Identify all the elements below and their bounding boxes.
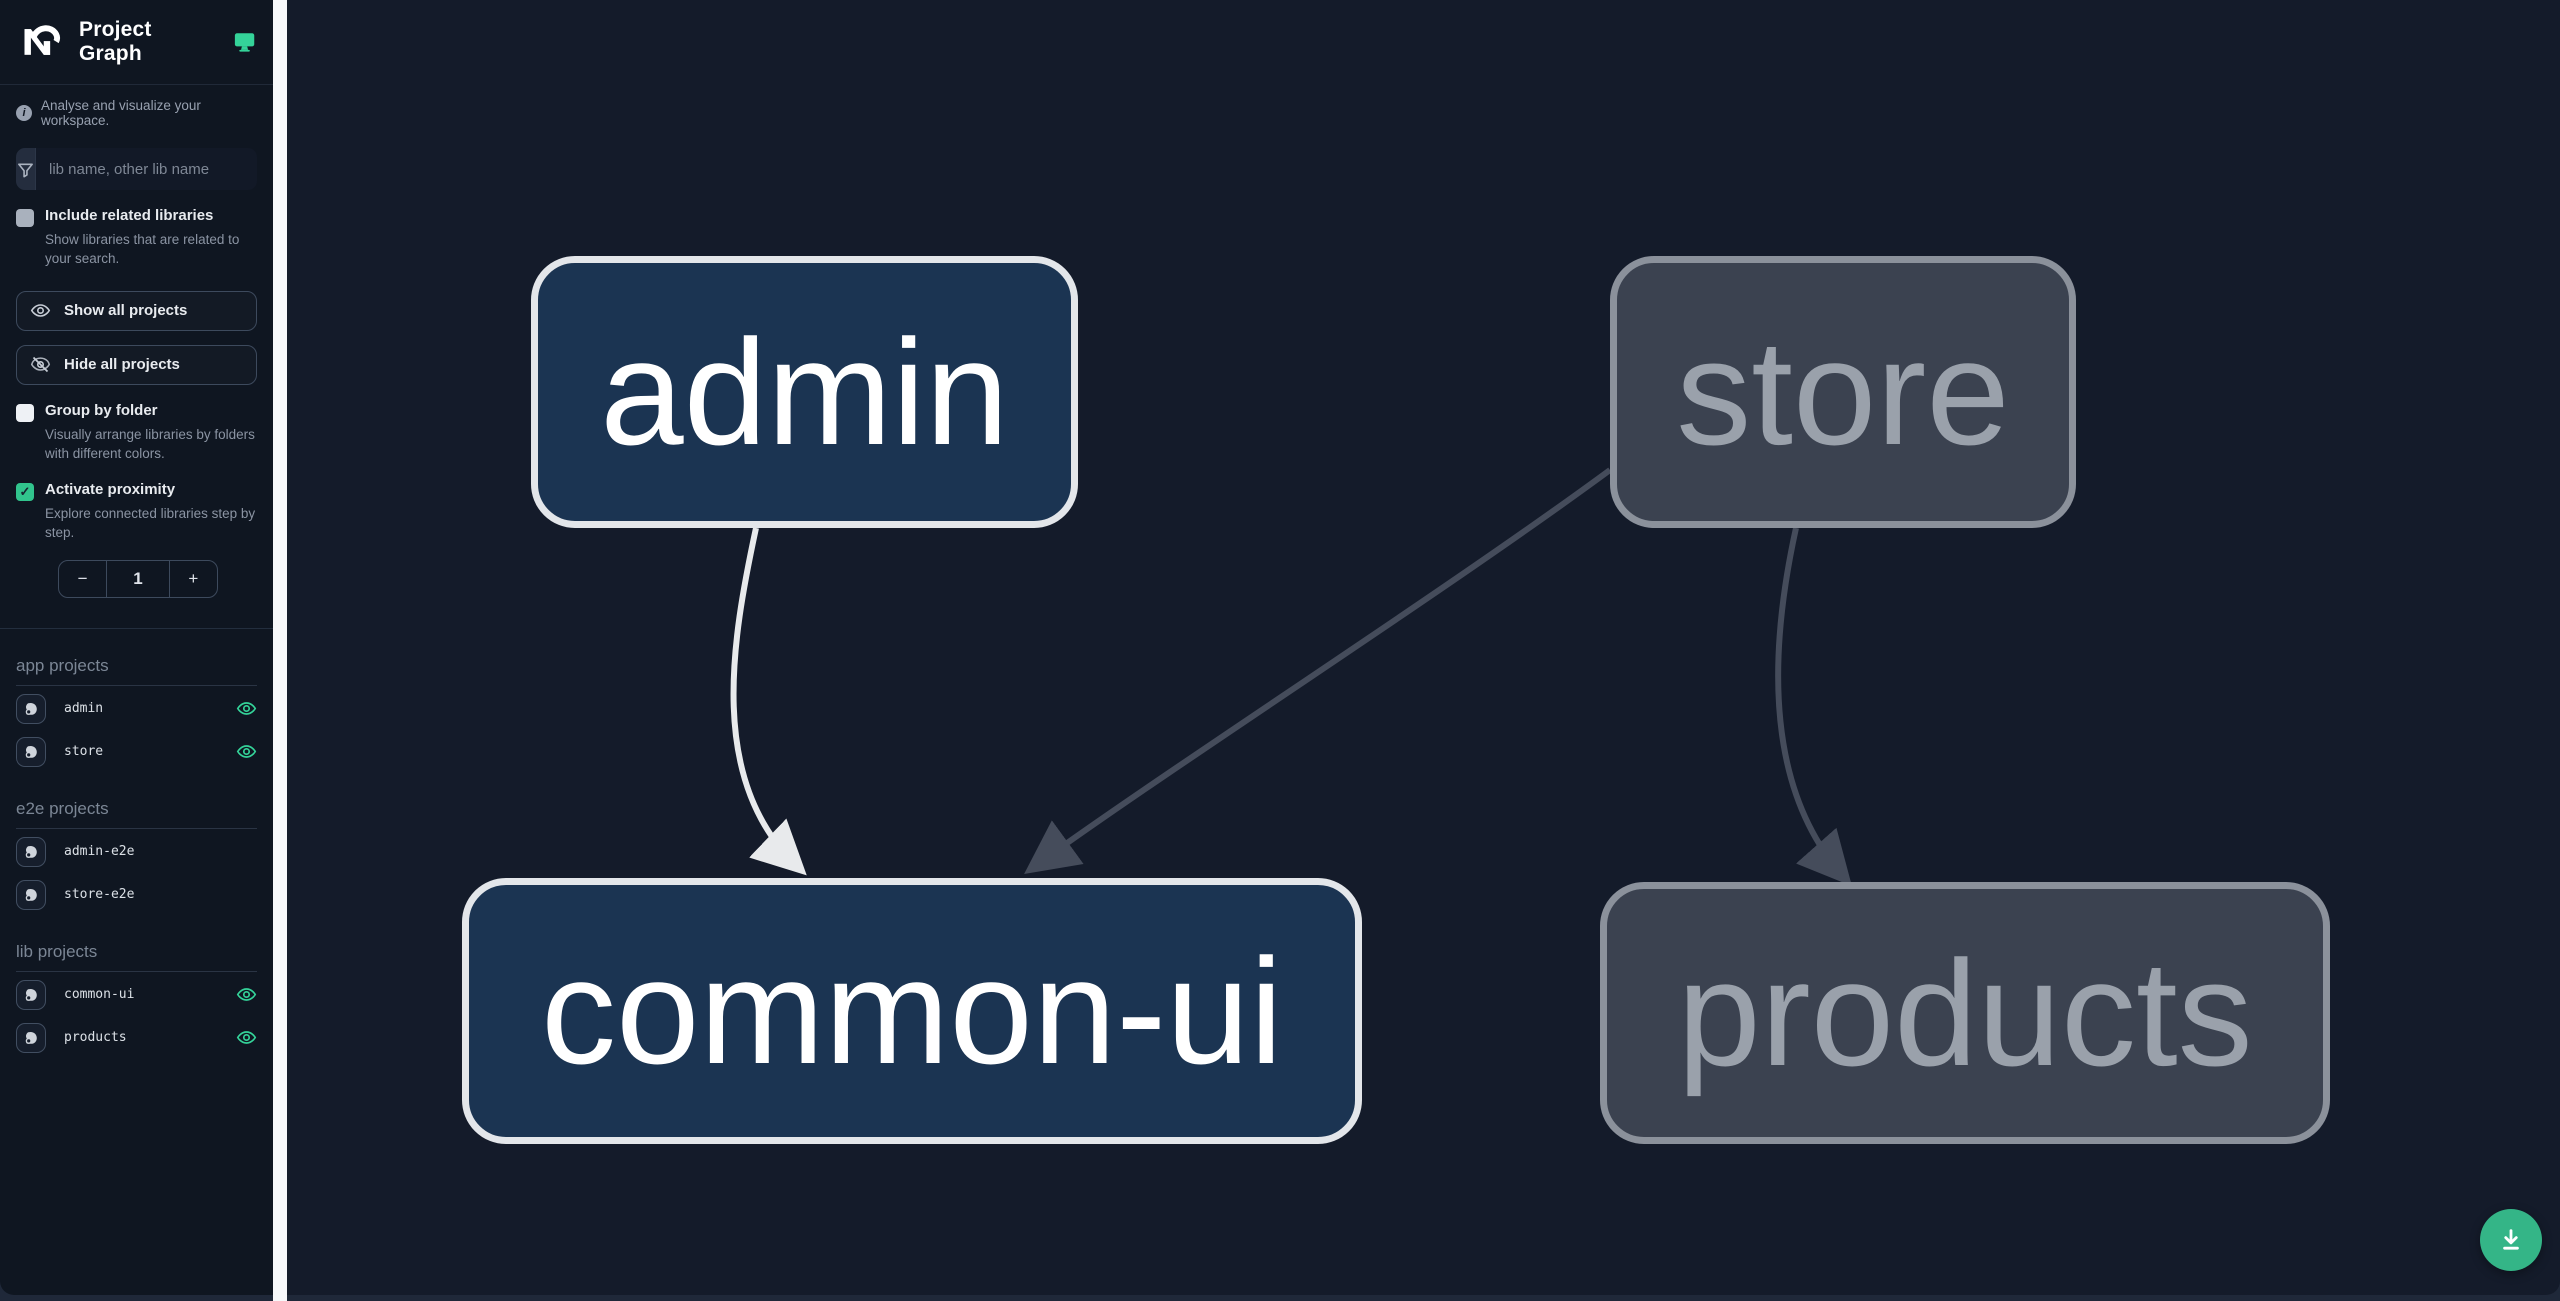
edge-store-to-common-ui[interactable] — [1024, 467, 1612, 874]
project-name: common-ui — [64, 987, 135, 1003]
app-title: Project Graph — [79, 18, 152, 65]
funnel-icon — [16, 148, 36, 190]
eye-off-icon — [30, 354, 51, 375]
project-sections: app projects admin store e2e projects admin-… — [0, 629, 273, 1058]
graph-node-store[interactable]: store — [1610, 256, 2076, 528]
project-row-store-e2e: store-e2e — [16, 875, 257, 915]
focus-icon[interactable] — [16, 736, 46, 767]
nx-logo — [24, 25, 61, 55]
eye-icon[interactable] — [236, 741, 257, 762]
project-name: store — [64, 744, 104, 760]
graph-edges — [730, 467, 1852, 887]
graph-node-products[interactable]: products — [1600, 882, 2330, 1144]
sidebar: Project Graph Analyse and visualize your… — [0, 0, 273, 1295]
edge-store-to-products[interactable] — [1775, 527, 1852, 887]
eye-icon[interactable] — [236, 1027, 257, 1048]
monitor-icon[interactable] — [234, 32, 255, 52]
info-icon — [16, 105, 32, 121]
sidebar-header: Project Graph — [0, 0, 273, 85]
edge-admin-to-common-ui[interactable] — [730, 527, 807, 876]
focus-icon[interactable] — [16, 979, 46, 1010]
focus-icon[interactable] — [16, 1022, 46, 1053]
focus-icon[interactable] — [16, 693, 46, 724]
download-button[interactable] — [2480, 1209, 2542, 1271]
graph-node-common-ui[interactable]: common-ui — [462, 878, 1362, 1144]
focus-icon[interactable] — [16, 879, 46, 910]
checkbox-label: Activate proximity — [45, 480, 176, 498]
checkbox-row-activate-proximity: Activate proximity Explore connected lib… — [0, 464, 273, 543]
show-all-projects-button[interactable]: Show all projects — [16, 290, 257, 331]
checkbox-description: Visually arrange libraries by folders wi… — [45, 426, 255, 462]
sidebar-resizer[interactable] — [273, 0, 287, 1301]
sidebar-separator — [0, 627, 273, 629]
project-row-admin: admin — [16, 689, 257, 729]
section-title: lib projects — [16, 942, 257, 972]
focus-icon[interactable] — [16, 836, 46, 867]
filter-box — [16, 148, 257, 190]
checkbox-row-include-related: Include related libraries Show libraries… — [0, 190, 273, 269]
tagline: Analyse and visualize your workspace. — [0, 85, 273, 132]
project-name: store-e2e — [64, 887, 135, 903]
project-row-store: store — [16, 732, 257, 772]
hide-all-label: Hide all projects — [64, 356, 180, 374]
checkbox-description: Show libraries that are related to your … — [45, 231, 240, 267]
filter-input[interactable] — [36, 148, 257, 190]
eye-icon[interactable] — [236, 984, 257, 1005]
project-name: admin-e2e — [64, 844, 135, 860]
increment-button[interactable]: + — [168, 560, 217, 597]
hide-all-projects-button[interactable]: Hide all projects — [16, 344, 257, 385]
download-icon — [2503, 1229, 2519, 1250]
activate-proximity-checkbox[interactable] — [16, 482, 34, 501]
project-name: admin — [64, 701, 104, 717]
show-all-label: Show all projects — [64, 302, 188, 320]
project-row-common-ui: common-ui — [16, 975, 257, 1015]
project-name: products — [64, 1030, 127, 1046]
project-row-products: products — [16, 1018, 257, 1058]
section-title: e2e projects — [16, 799, 257, 829]
section-title: app projects — [16, 656, 257, 686]
proximity-stepper: − 1 + — [58, 559, 218, 598]
checkbox-description: Explore connected libraries step by step… — [45, 505, 256, 541]
graph-canvas[interactable]: admin store common-ui products — [287, 0, 2560, 1295]
proximity-value: 1 — [106, 560, 168, 597]
eye-icon[interactable] — [236, 698, 257, 719]
checkbox-label: Include related libraries — [45, 207, 214, 224]
decrement-button[interactable]: − — [77, 568, 88, 588]
checkbox-label: Group by folder — [45, 401, 158, 419]
checkbox-row-group-by-folder: Group by folder Visually arrange librari… — [0, 385, 273, 464]
project-row-admin-e2e: admin-e2e — [16, 832, 257, 872]
tagline-text: Analyse and visualize your workspace. — [41, 98, 201, 128]
group-by-folder-checkbox[interactable] — [16, 403, 34, 422]
graph-node-admin[interactable]: admin — [531, 256, 1078, 528]
include-related-checkbox[interactable] — [16, 209, 34, 227]
eye-icon — [30, 300, 51, 321]
